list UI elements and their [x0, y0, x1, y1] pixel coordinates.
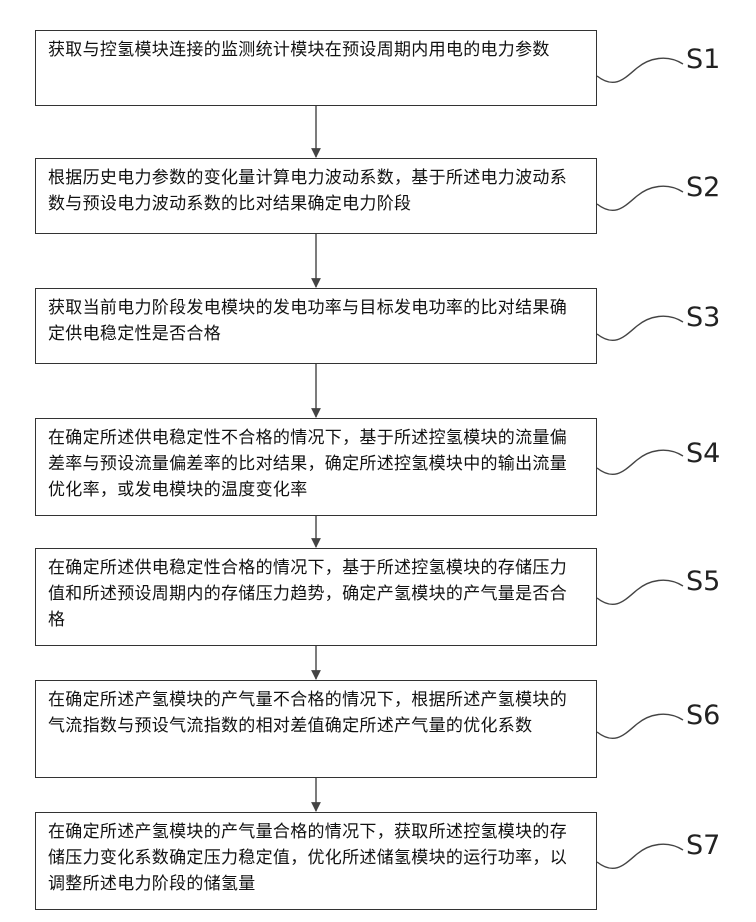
step-text-s3: 获取当前电力阶段发电模块的发电功率与目标发电功率的比对结果确定供电稳定性是否合格 — [48, 295, 584, 347]
step-label-s4: S4 — [686, 438, 720, 469]
step-label-s6: S6 — [686, 700, 720, 731]
step-label-s2: S2 — [686, 172, 720, 203]
step-text-s2: 根据历史电力参数的变化量计算电力波动系数，基于所述电力波动系数与预设电力波动系数… — [48, 165, 584, 217]
step-box-s2: 根据历史电力参数的变化量计算电力波动系数，基于所述电力波动系数与预设电力波动系数… — [35, 158, 597, 234]
step-text-s4: 在确定所述供电稳定性不合格的情况下，基于所述控氢模块的流量偏差率与预设流量偏差率… — [48, 425, 584, 503]
step-text-s5: 在确定所述供电稳定性合格的情况下，基于所述控氢模块的存储压力值和所述预设周期内的… — [48, 555, 584, 633]
step-box-s6: 在确定所述产氢模块的产气量不合格的情况下，根据所述产氢模块的气流指数与预设气流指… — [35, 680, 597, 778]
leader-line-s6 — [597, 714, 683, 738]
step-label-s7: S7 — [686, 830, 720, 861]
step-label-s1: S1 — [686, 44, 720, 75]
step-box-s3: 获取当前电力阶段发电模块的发电功率与目标发电功率的比对结果确定供电稳定性是否合格 — [35, 288, 597, 364]
step-box-s5: 在确定所述供电稳定性合格的情况下，基于所述控氢模块的存储压力值和所述预设周期内的… — [35, 548, 597, 646]
leader-line-s1 — [597, 58, 683, 82]
leader-line-s7 — [597, 844, 683, 868]
step-label-s5: S5 — [686, 566, 720, 597]
leader-line-s3 — [597, 316, 683, 340]
leader-line-s4 — [597, 450, 683, 474]
leader-line-s2 — [597, 186, 683, 210]
leader-line-s5 — [597, 580, 683, 604]
step-label-s3: S3 — [686, 302, 720, 333]
step-text-s6: 在确定所述产氢模块的产气量不合格的情况下，根据所述产氢模块的气流指数与预设气流指… — [48, 687, 584, 739]
step-box-s1: 获取与控氢模块连接的监测统计模块在预设周期内用电的电力参数 — [35, 30, 597, 106]
step-box-s7: 在确定所述产氢模块的产气量合格的情况下，获取所述控氢模块的存储压力变化系数确定压… — [35, 812, 597, 910]
step-box-s4: 在确定所述供电稳定性不合格的情况下，基于所述控氢模块的流量偏差率与预设流量偏差率… — [35, 418, 597, 516]
step-text-s7: 在确定所述产氢模块的产气量合格的情况下，获取所述控氢模块的存储压力变化系数确定压… — [48, 819, 584, 897]
step-text-s1: 获取与控氢模块连接的监测统计模块在预设周期内用电的电力参数 — [48, 37, 584, 63]
